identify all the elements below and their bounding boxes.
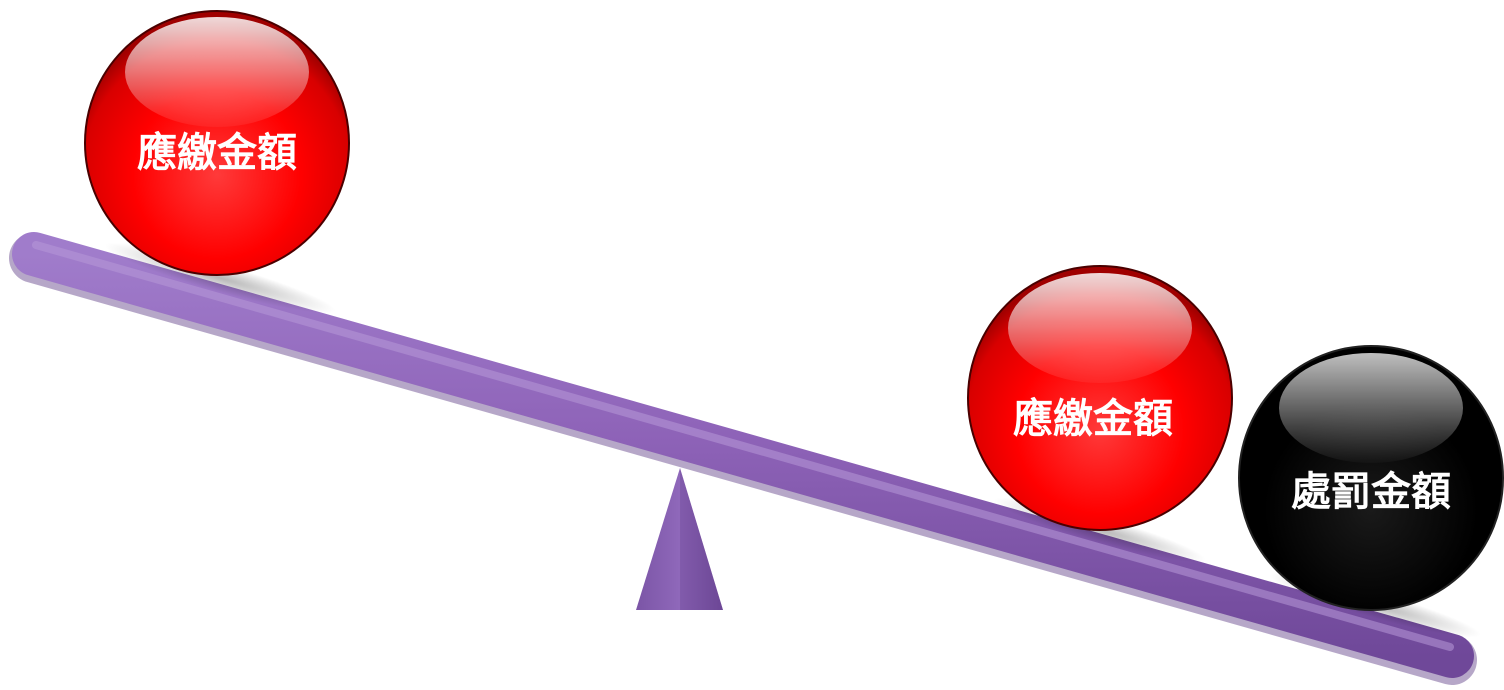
ball-right-black-label: 處罰金額	[1291, 469, 1451, 515]
seesaw-beam	[9, 232, 1477, 685]
ball-left-payable: 應繳金額	[84, 10, 350, 276]
ball-right-penalty: 處罰金額	[1238, 345, 1504, 611]
ball-right-payable: 應繳金額	[967, 265, 1233, 531]
ball-right-red-label: 應繳金額	[1013, 396, 1173, 442]
fulcrum-triangle	[636, 468, 723, 610]
ball-left-label: 應繳金額	[137, 130, 297, 176]
